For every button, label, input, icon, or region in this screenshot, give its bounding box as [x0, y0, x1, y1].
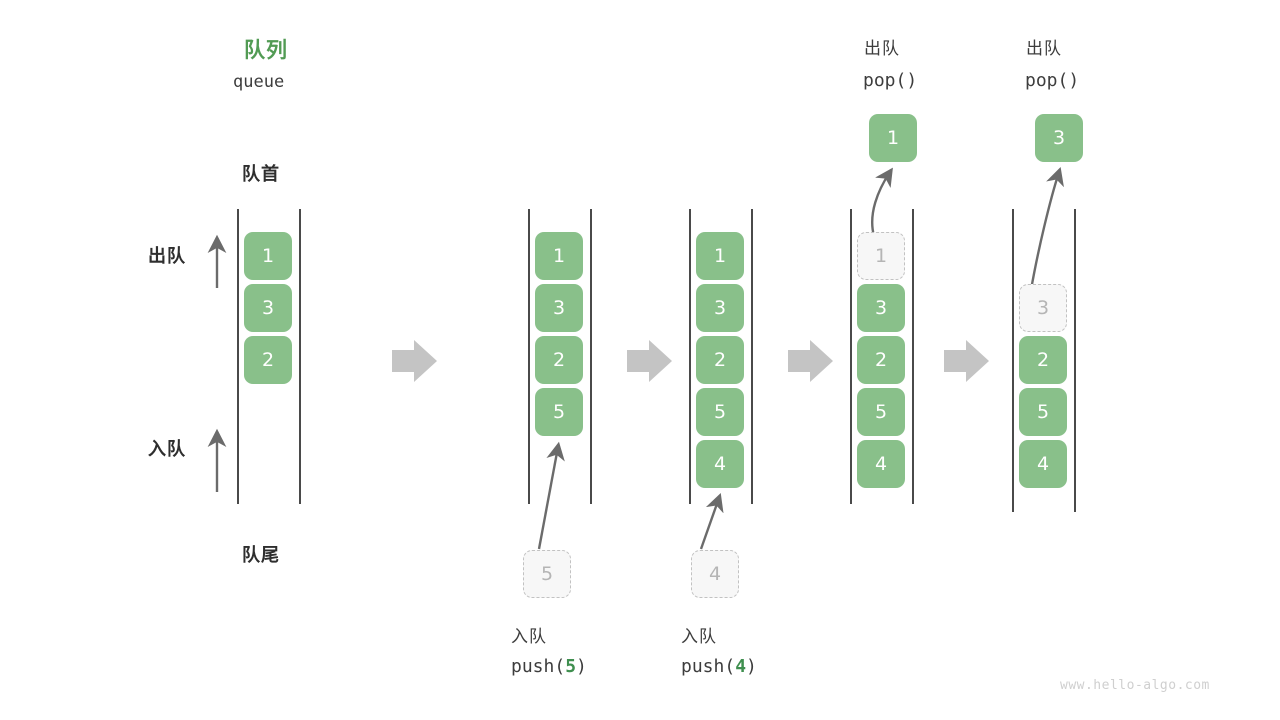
step-top-caption-code: pop() [1025, 70, 1080, 91]
queue-cell: 3 [535, 284, 583, 332]
step-arrow-3 [788, 340, 833, 382]
queue-cell-new: 4 [696, 440, 744, 488]
queue-rail-right-step-1 [299, 209, 301, 504]
step-caption-cn: 入队 [681, 627, 717, 647]
queue-rail-right-step-3 [751, 209, 753, 504]
queue-cell: 4 [1019, 440, 1067, 488]
watermark: www.hello-algo.com [1060, 678, 1210, 693]
step-caption-code-pre: push( [511, 656, 566, 677]
queue-incoming-ghost-cell: 5 [523, 550, 571, 598]
queue-removed-ghost-cell: 1 [857, 232, 905, 280]
queue-cell: 1 [535, 232, 583, 280]
queue-rail-right-step-5 [1074, 209, 1076, 512]
step-top-caption-cn: 出队 [1026, 39, 1062, 59]
step-caption-cn: 入队 [511, 627, 547, 647]
queue-cell: 3 [696, 284, 744, 332]
step-caption-code: push(5) [511, 656, 587, 677]
enqueue-direction-label: 入队 [148, 439, 186, 460]
step-top-caption-code: pop() [863, 70, 918, 91]
queue-rail-right-step-4 [912, 209, 914, 504]
queue-cell: 3 [244, 284, 292, 332]
queue-cell: 2 [244, 336, 292, 384]
queue-cell: 3 [857, 284, 905, 332]
queue-cell: 2 [1019, 336, 1067, 384]
step-arrow-4 [944, 340, 989, 382]
popped-cell: 3 [1035, 114, 1083, 162]
step-top-caption-cn: 出队 [864, 39, 900, 59]
queue-rail-left-step-5 [1012, 209, 1014, 512]
queue-rail-left-step-4 [850, 209, 852, 504]
step-caption-code: push(4) [681, 656, 757, 677]
pop-1-removal-arrow [871, 167, 893, 237]
page-title-cn: 队列 [244, 38, 288, 62]
pop-3-removal-arrow [1029, 166, 1064, 291]
queue-cell: 2 [535, 336, 583, 384]
queue-rail-right-step-2 [590, 209, 592, 504]
queue-cell: 2 [696, 336, 744, 384]
queue-cell: 5 [1019, 388, 1067, 436]
queue-cell-new: 5 [535, 388, 583, 436]
queue-incoming-ghost-cell: 4 [691, 550, 739, 598]
step-caption-code-pre: push( [681, 656, 736, 677]
push-4-insert-arrow [699, 493, 724, 550]
queue-removed-ghost-cell: 3 [1019, 284, 1067, 332]
step-caption-code-num: 5 [565, 656, 577, 677]
step-caption-code-post: ) [746, 656, 757, 677]
push-5-insert-arrow [537, 441, 565, 550]
page-title-en: queue [233, 72, 285, 92]
step-arrow-2 [627, 340, 672, 382]
queue-cell: 2 [857, 336, 905, 384]
queue-cell: 5 [696, 388, 744, 436]
queue-cell: 4 [857, 440, 905, 488]
queue-rail-left-step-2 [528, 209, 530, 504]
dequeue-direction-label: 出队 [148, 246, 186, 267]
popped-cell: 1 [869, 114, 917, 162]
queue-rail-left-step-3 [689, 209, 691, 504]
step-caption-code-post: ) [576, 656, 587, 677]
queue-front-label: 队首 [242, 164, 280, 185]
queue-cell: 5 [857, 388, 905, 436]
queue-cell: 1 [244, 232, 292, 280]
step-caption-code-num: 4 [735, 656, 747, 677]
queue-cell: 1 [696, 232, 744, 280]
queue-rail-left-step-1 [237, 209, 239, 504]
queue-rear-label: 队尾 [242, 545, 280, 566]
step-arrow-1 [392, 340, 437, 382]
